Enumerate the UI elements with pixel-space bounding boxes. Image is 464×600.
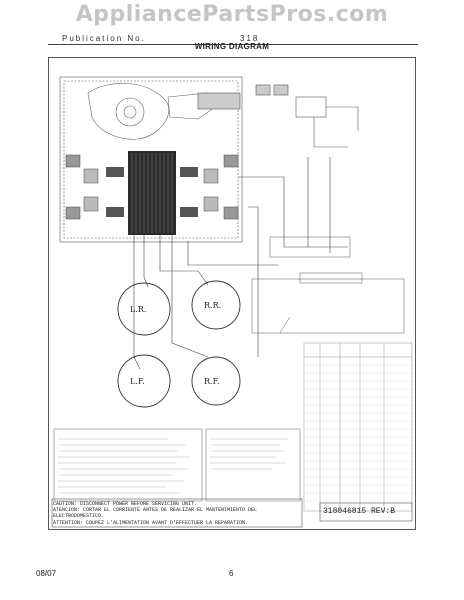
publication-number: 318 [240, 34, 260, 43]
wire-table [303, 342, 413, 512]
terminal-blocks [65, 154, 239, 220]
burner-elements [117, 280, 241, 408]
caution-box [51, 498, 303, 528]
diagram-frame [48, 57, 416, 530]
wire-table-rows [304, 364, 412, 502]
burner-label-lf: L.F. [130, 377, 145, 386]
wiring-diagram: L.R. R.R. L.F. R.F. [51, 76, 413, 528]
watermark: AppliancePartsPros.com [75, 2, 389, 27]
fan-assembly [87, 83, 219, 140]
burner-label-rf: R.F. [204, 377, 219, 386]
burner-label-rr: R.R. [204, 301, 221, 310]
terminal-strip [197, 84, 289, 110]
control-board [106, 151, 198, 235]
publication-label: Publication No. [62, 34, 146, 43]
part-number: 318046815 REV:B [323, 507, 396, 516]
power-connection [295, 96, 359, 148]
page-title: WIRING DIAGRAM [194, 42, 270, 51]
element-callout [251, 278, 405, 334]
caution-text: CAUTION: DISCONNECT POWER BEFORE SERVICI… [53, 501, 299, 526]
part-number-box [319, 502, 413, 522]
footer-date: 08/07 [36, 569, 57, 578]
legend-lines [58, 438, 288, 494]
legend-boxes [53, 428, 301, 502]
burner-label-lr: L.R. [130, 305, 146, 314]
footer-page-number: 6 [229, 569, 234, 578]
caution-line-en: CAUTION: DISCONNECT POWER BEFORE SERVICI… [53, 501, 198, 507]
caution-line-es: ATENCION: CORTAR EL CORRIENTE ANTES DE R… [53, 507, 258, 520]
caution-line-fr: ATTENTION: COUPEZ L'ALIMENTATION AVANT D… [53, 519, 249, 526]
terminal-notes [269, 236, 363, 284]
header-rule [48, 44, 418, 45]
